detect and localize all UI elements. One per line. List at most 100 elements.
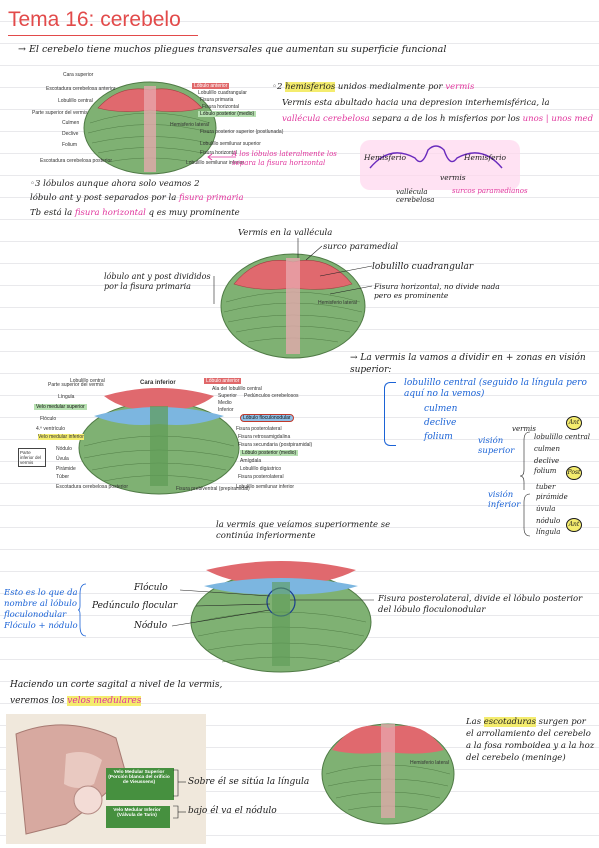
fig3-right-label: Fisura secundaria (postpiramidal) — [238, 442, 313, 448]
cerebellum-inferior-figure — [78, 388, 240, 495]
mini-vermis: vermis — [440, 173, 466, 182]
fig3-right-label: Ala del lobulillo central — [212, 386, 262, 392]
note2-text: q es muy prominente — [145, 208, 240, 218]
fig1-right-label: Fisura posterior superior (postlunada) — [200, 129, 284, 135]
note1-pink: vallécula cerebelosa — [282, 114, 370, 124]
note1-line1: ◦2 hemisferios unidos medialmente por ve… — [272, 82, 474, 93]
schema-superior-label: visión superior — [478, 436, 515, 456]
fig3-right-label: Superior — [218, 393, 237, 399]
bullet-icon: ◦ — [30, 179, 36, 189]
schema-inf-item: pirámide — [536, 493, 568, 501]
fig1-right-label: Fisura horizontal — [202, 104, 239, 110]
fig4-left-label: Flóculo — [134, 583, 168, 593]
fig2-right2: Fisura horizontal, no divide nada pero e… — [374, 282, 500, 300]
note5-text: Las — [466, 717, 484, 727]
note3-item: declive — [424, 418, 457, 428]
fig3-right-label: Amígdala — [240, 458, 262, 464]
note3-item: lobulillo central (seguido la língula pe… — [404, 378, 587, 399]
note4-line2: veremos los velos medulares — [10, 696, 142, 707]
fig2-top2: surco paramedial — [323, 242, 399, 252]
fig1-left-label: Lobulillo central — [58, 98, 93, 104]
note1-pink: unos | unos med — [522, 114, 594, 124]
schema-sup-item: declive — [534, 457, 560, 465]
badge-anterior-inferior: Ant — [566, 518, 582, 532]
schema-inf-item: língula — [536, 528, 561, 536]
note2-line2: lóbulo ant y post separados por la fisur… — [30, 193, 244, 204]
badge-posterior: Post — [566, 466, 582, 480]
fig5-box1: Velo Medular Superior (Porción blanca de… — [108, 770, 170, 785]
schema-inf-item: úvula — [536, 505, 556, 513]
fig3-left-label: 4.º ventrículo — [36, 426, 66, 432]
schema-sup-item: lobulillo central — [534, 433, 590, 441]
fig1-right-label: Fisura primaria — [200, 97, 234, 103]
fig3-right-label: Lóbulo floculonodular — [240, 414, 294, 422]
fig4-leader-lines — [171, 589, 374, 627]
fig6-inner-label: Hemisferio lateral — [410, 760, 449, 766]
fig3-left-label: Pirámide — [56, 466, 76, 472]
side-brace — [77, 583, 87, 637]
intro-text: → El cerebelo tiene muchos pliegues tran… — [18, 44, 446, 55]
fig1-left-label: Escotadura cerebelosa posterior — [40, 158, 112, 164]
fig3-right-label: Lobulillo digástrico — [240, 466, 282, 472]
fig3-right-label: Fisura posterolateral — [238, 474, 284, 480]
note3-intro: → La vermis la vamos a dividir en + zona… — [350, 352, 590, 376]
fig3-right-label: Inferior — [218, 407, 234, 413]
vermis-schematic — [360, 140, 520, 190]
schema-inferior-label: visión inferior — [488, 490, 521, 510]
fig4-left-label: Nódulo — [134, 621, 168, 631]
fig4-left-label: Pedúnculo flocular — [92, 601, 178, 611]
fig1-right-label: Lóbulo anterior — [192, 83, 230, 89]
fig4-side-note: Esto es lo que da nombre al lóbulo flocu… — [4, 588, 78, 631]
schema-sup-item: folium — [534, 467, 557, 475]
note2-text: 3 lóbulos aunque ahora solo veamos 2 — [35, 179, 200, 189]
fig1-left-label: Escotadura cerebelosa anterior — [46, 86, 116, 92]
fig1-right-label: Lobulillo cuadrangular — [198, 90, 247, 96]
fig3-left-label: Velo medular superior — [34, 404, 87, 410]
note1-text: separa a de los h misferios por los — [369, 114, 523, 124]
note5-text: surgen por el arrollamiento del cerebelo… — [466, 717, 595, 763]
fig1-right-label: Lóbulo posterior (medio) — [198, 111, 257, 117]
fig1-right-label: Fisura horizontal — [200, 150, 237, 156]
fig3-right-label: Lobulillo semilunar inferior — [236, 484, 295, 490]
fig5-arrows — [173, 769, 186, 819]
fig3-left-label: Nódulo — [56, 446, 72, 452]
fig3-right-label: Fisura retrosamigdalina — [238, 434, 291, 440]
fig3-right-label: Fisura posterolateral — [236, 426, 282, 432]
fig1-left-label: Parte superior del vermis — [32, 110, 88, 116]
note3-item: culmen — [424, 404, 458, 414]
fig3-side-box: Parte inferior del vermis — [18, 448, 46, 467]
fig3-left-label: Escotadura cerebelosa posterior — [56, 484, 128, 490]
fig1-left-label: Culmen — [62, 120, 80, 126]
page-title: Tema 16: cerebelo — [8, 8, 181, 31]
fig3-left-label: Úvula — [56, 456, 69, 462]
note1-text: unidos medialmente por — [335, 82, 446, 92]
mini-surcos: surcos paramedianos — [452, 187, 528, 195]
note3-text: La vermis la vamos a dividir en + zonas … — [350, 353, 586, 375]
fig3-title: Cara inferior — [140, 380, 176, 386]
mini-hemisferio-left: Hemisferio — [364, 153, 407, 162]
note4-text: veremos los — [10, 696, 68, 706]
fig2-top1: Vermis en la vallécula — [238, 228, 333, 238]
fig2-left: lóbulo ant y post divididos por la fisur… — [104, 272, 211, 291]
note2-line3: Tb está la fisura horizontal q es muy pr… — [30, 208, 240, 219]
mini-hemisferio-right: Hemisferio — [464, 153, 507, 162]
note5: Las escotaduras surgen por el arrollamie… — [466, 716, 596, 764]
note1-line3: vallécula cerebelosa separa a de los h m… — [282, 114, 593, 125]
schema-inf-item: nódulo — [536, 517, 561, 525]
fig5-box2: Velo Medular Inferior (Válvula de Tarin) — [113, 808, 161, 818]
cerebellum-superior-figure — [83, 81, 217, 175]
blue-brace — [384, 382, 396, 446]
lateral-note: A los lóbulos lateralmente los separa la… — [232, 150, 337, 167]
fig2-inner-label: Hemisferio lateral — [318, 300, 357, 306]
note2-pink: fisura primaria — [178, 193, 244, 203]
note3-item: folium — [424, 432, 453, 442]
note1-text: 2 — [277, 82, 286, 92]
fig3-right-label: Medio — [218, 400, 232, 406]
fig3-left-label: Língula — [58, 394, 75, 400]
fig2-leader-lines — [213, 238, 373, 304]
note2-text: lóbulo ant y post separados por la — [30, 193, 179, 203]
badge-anterior: Ant — [566, 416, 582, 430]
schema-sup-item: culmen — [534, 445, 560, 453]
fig3-right-label: Lóbulo anterior — [204, 378, 242, 384]
note4-pink: velos medulares — [67, 696, 142, 706]
